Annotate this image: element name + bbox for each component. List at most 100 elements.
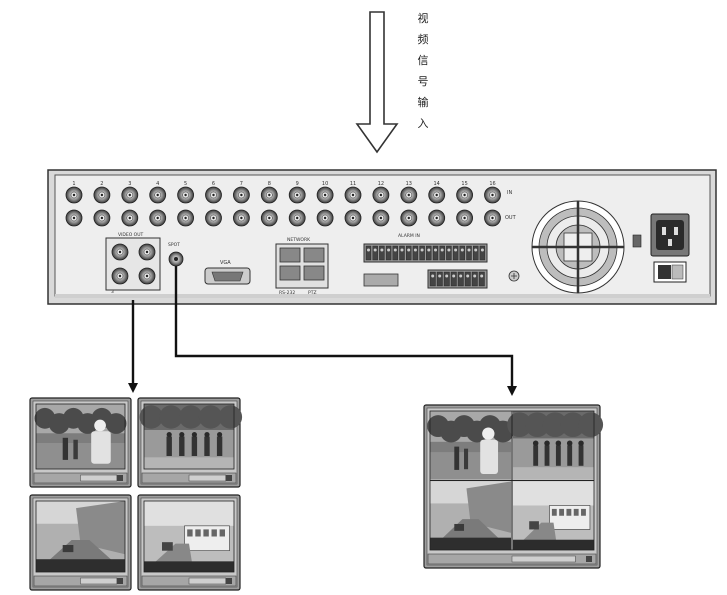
video-out-port[interactable]: [111, 267, 129, 285]
relay-terminal[interactable]: [471, 271, 478, 287]
terminal-screw: [367, 248, 370, 252]
relay-terminal[interactable]: [450, 271, 457, 287]
video-in-port[interactable]: [372, 186, 390, 204]
terminal-screw: [447, 248, 451, 252]
relay-terminal[interactable]: [436, 271, 443, 287]
video-in-port[interactable]: [93, 186, 111, 204]
loop-out-port[interactable]: [232, 209, 250, 227]
monitor: [137, 397, 243, 488]
monitor-screen: [139, 404, 243, 469]
video-in-port[interactable]: [149, 186, 167, 204]
alarm-terminal[interactable]: [466, 245, 472, 261]
channel-number: 14: [434, 181, 440, 187]
alarm-terminal[interactable]: [459, 245, 465, 261]
in-row-label: IN: [507, 190, 512, 196]
terminal-screw: [434, 248, 437, 252]
alarm-terminal[interactable]: [412, 245, 419, 261]
relay-terminal[interactable]: [478, 271, 485, 287]
channel-number: 3: [128, 181, 131, 187]
input-arrow: [355, 11, 399, 154]
alarm-terminal[interactable]: [446, 245, 452, 261]
video-in-port[interactable]: [65, 186, 83, 204]
loop-out-port[interactable]: [400, 209, 418, 227]
video-in-port[interactable]: [400, 186, 418, 204]
terminal-screw: [438, 274, 442, 278]
alarm-terminal[interactable]: [419, 245, 425, 261]
monitor-power-button[interactable]: [226, 475, 232, 481]
monitor-power-button[interactable]: [226, 578, 232, 584]
video-out-port[interactable]: [138, 243, 156, 261]
video-out-port[interactable]: [138, 267, 156, 285]
alarm-terminal[interactable]: [399, 245, 405, 261]
loop-out-port[interactable]: [260, 209, 278, 227]
video-in-port[interactable]: [288, 186, 306, 204]
alarm-terminal[interactable]: [372, 245, 378, 261]
loop-out-port[interactable]: [121, 209, 139, 227]
loop-out-port[interactable]: [372, 209, 390, 227]
loop-out-port[interactable]: [288, 209, 306, 227]
video-in-port[interactable]: [344, 186, 362, 204]
video-in-port[interactable]: [121, 186, 139, 204]
terminal-screw: [400, 248, 404, 252]
monitor-power-button[interactable]: [586, 556, 592, 562]
video-out-port[interactable]: [111, 243, 129, 261]
monitor: [423, 404, 604, 569]
alarm-terminal[interactable]: [473, 245, 479, 261]
terminal-screw: [452, 274, 456, 278]
relay-terminal[interactable]: [443, 271, 450, 287]
alarm-terminal[interactable]: [426, 245, 432, 261]
alarm-terminal[interactable]: [392, 245, 398, 261]
power-switch[interactable]: [653, 261, 687, 283]
monitor-power-button[interactable]: [117, 578, 123, 584]
alarm-terminal[interactable]: [365, 245, 372, 261]
terminal-screw: [480, 248, 484, 252]
monitor-power-button[interactable]: [117, 475, 123, 481]
rj45-ports[interactable]: [279, 247, 325, 281]
loop-out-port[interactable]: [177, 209, 195, 227]
video-in-port[interactable]: [428, 186, 446, 204]
loop-out-port[interactable]: [316, 209, 334, 227]
channel-number: 7: [240, 181, 243, 187]
relay-terminal[interactable]: [457, 271, 464, 287]
video-in-port[interactable]: [260, 186, 278, 204]
terminal-screw: [380, 248, 384, 252]
monitor: [29, 397, 132, 488]
video-in-port[interactable]: [484, 186, 501, 204]
video-in-port[interactable]: [232, 186, 250, 204]
power-socket[interactable]: [650, 213, 690, 257]
relay-terminal[interactable]: [464, 271, 471, 287]
alarm-terminal[interactable]: [379, 245, 385, 261]
video-signal-input-label: 视 频 信 号 输 入: [417, 12, 429, 130]
vga-port[interactable]: [204, 267, 251, 285]
alarm-terminal[interactable]: [432, 245, 439, 261]
alarm-terminal[interactable]: [452, 245, 459, 261]
video-in-port[interactable]: [456, 186, 474, 204]
loop-out-port[interactable]: [205, 209, 222, 227]
channel-number: 2: [100, 181, 103, 187]
video-in-port[interactable]: [316, 186, 334, 204]
loop-out-port[interactable]: [65, 209, 83, 227]
monitor-screen: [144, 501, 234, 572]
relay-terminal[interactable]: [429, 271, 436, 287]
video-in-port[interactable]: [177, 186, 195, 204]
terminal-screw: [454, 248, 458, 252]
loop-out-port[interactable]: [93, 209, 111, 227]
alarm-terminal[interactable]: [406, 245, 412, 261]
channel-number: 12: [378, 181, 384, 187]
alarm-terminal[interactable]: [479, 245, 486, 261]
channel-number: 11: [350, 181, 356, 187]
loop-out-port[interactable]: [344, 209, 362, 227]
loop-out-port[interactable]: [484, 209, 501, 227]
loop-out-port[interactable]: [428, 209, 446, 227]
loop-out-port[interactable]: [456, 209, 474, 227]
alarm-terminal[interactable]: [439, 245, 445, 261]
video-in-port[interactable]: [205, 186, 222, 204]
ptz-label: PTZ: [308, 290, 317, 296]
spot-cable: [174, 266, 517, 396]
spot-port[interactable]: [168, 251, 184, 267]
monitor-screen: [427, 411, 604, 550]
loop-out-port[interactable]: [149, 209, 167, 227]
alarm-terminal-block[interactable]: [363, 243, 488, 289]
alarm-terminal[interactable]: [385, 245, 392, 261]
